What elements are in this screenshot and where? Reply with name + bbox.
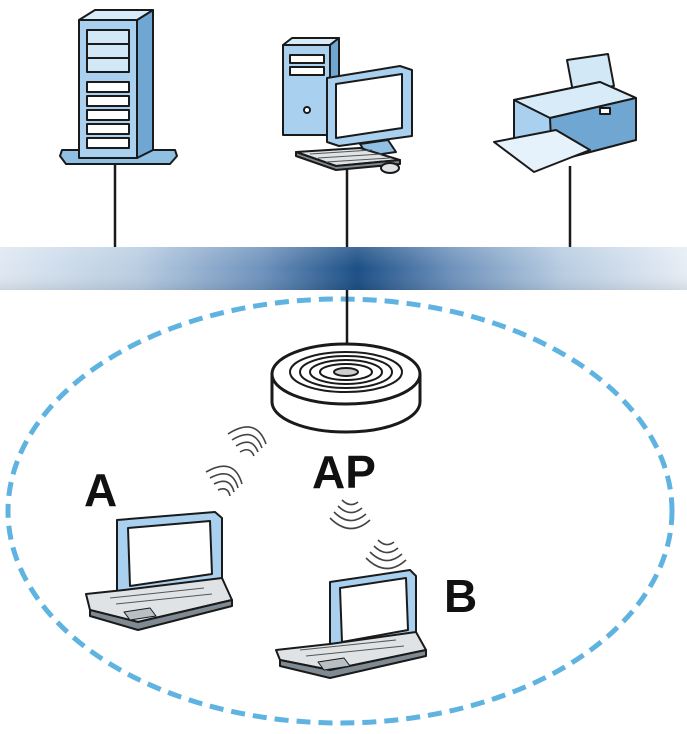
signal-waves-icon xyxy=(227,426,267,457)
printer-icon xyxy=(493,53,637,173)
laptop-icon xyxy=(85,511,233,631)
signal-waves-icon xyxy=(365,539,407,570)
access-point-label: AP xyxy=(312,446,376,498)
laptop-icon xyxy=(275,569,427,679)
client-b-label: B xyxy=(444,570,477,622)
signal-waves-icon xyxy=(329,499,371,530)
wired-links xyxy=(113,155,572,350)
client-a-label: A xyxy=(84,464,117,516)
wlan-coverage-boundary xyxy=(5,296,675,726)
lan-backbone xyxy=(0,247,687,290)
signal-waves-icon xyxy=(205,465,243,497)
server-icon xyxy=(59,9,178,165)
desktop-computer-icon xyxy=(282,37,413,174)
access-point-icon xyxy=(270,342,422,434)
